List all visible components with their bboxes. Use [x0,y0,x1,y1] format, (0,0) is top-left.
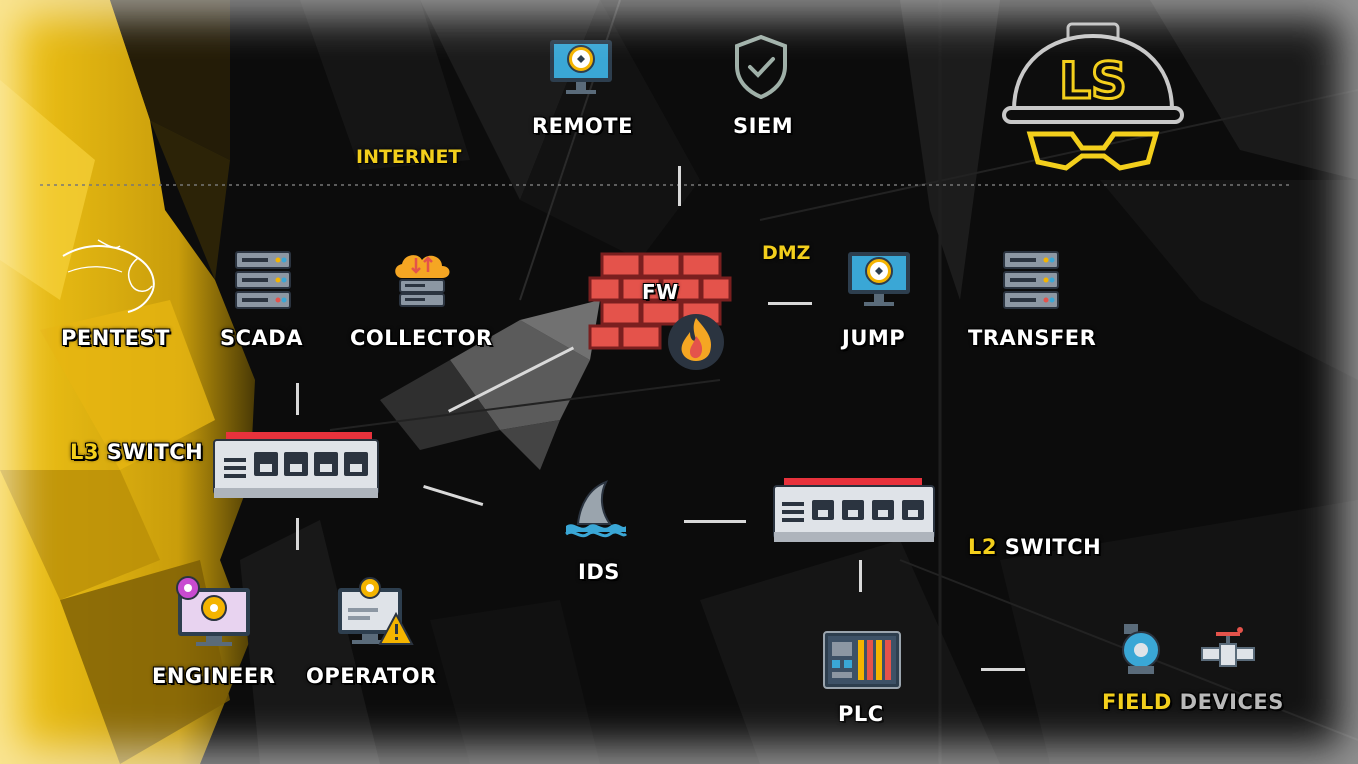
ids-label: IDS [578,560,620,584]
pump-icon [1122,624,1160,674]
shield-check-icon [735,34,787,100]
l3-switch-label: L3 SWITCH [70,440,203,464]
connector-scada-l3 [296,383,299,415]
logo-text: LS [1059,52,1127,110]
plc-controller-icon [823,631,901,689]
l2-suffix: SWITCH [997,535,1102,559]
scada-label: SCADA [220,326,303,350]
field-devices-label: FIELD DEVICES [1102,690,1284,714]
dmz-zone-label: DMZ [762,242,811,264]
siem-label: SIEM [733,114,794,138]
connector-l3-workstations [296,518,299,550]
transfer-label: TRANSFER [968,326,1097,350]
remote-label: REMOTE [532,114,633,138]
operator-label: OPERATOR [306,664,437,688]
connector-ids-l2 [684,520,746,523]
firewall-icon [588,252,732,370]
l2-switch-label: L2 SWITCH [968,535,1101,559]
engineer-workstation-icon [176,576,250,646]
jump-monitor-icon [848,252,910,306]
shark-fin-icon [565,480,628,538]
internet-zone-label: INTERNET [356,146,462,168]
connector-fw-jump [768,302,812,305]
l3-switch-icon [213,432,379,498]
connector-siem-fw [678,166,681,206]
field-prefix: FIELD [1102,690,1172,714]
l3-suffix: SWITCH [99,440,204,464]
fw-label: FW [642,280,679,304]
remote-monitor-icon [550,40,612,94]
collector-label: COLLECTOR [350,326,493,350]
server-rack-icon [235,251,291,309]
l3-prefix: L3 [70,440,99,464]
transfer-server-icon [1003,251,1059,309]
ls-hardhat-logo: LS [1002,22,1184,171]
l2-switch-icon [773,478,935,542]
operator-workstation-icon [338,577,414,645]
connector-plc-field [981,668,1025,671]
l2-prefix: L2 [968,535,997,559]
valve-icon [1201,627,1255,667]
plc-label: PLC [838,702,884,726]
cloud-server-icon [395,255,450,307]
connector-l2-plc [859,560,862,592]
dragon-icon [62,239,155,313]
field-suffix: DEVICES [1171,690,1284,714]
engineer-label: ENGINEER [152,664,276,688]
pentest-label: PENTEST [61,326,170,350]
jump-label: JUMP [842,326,906,350]
